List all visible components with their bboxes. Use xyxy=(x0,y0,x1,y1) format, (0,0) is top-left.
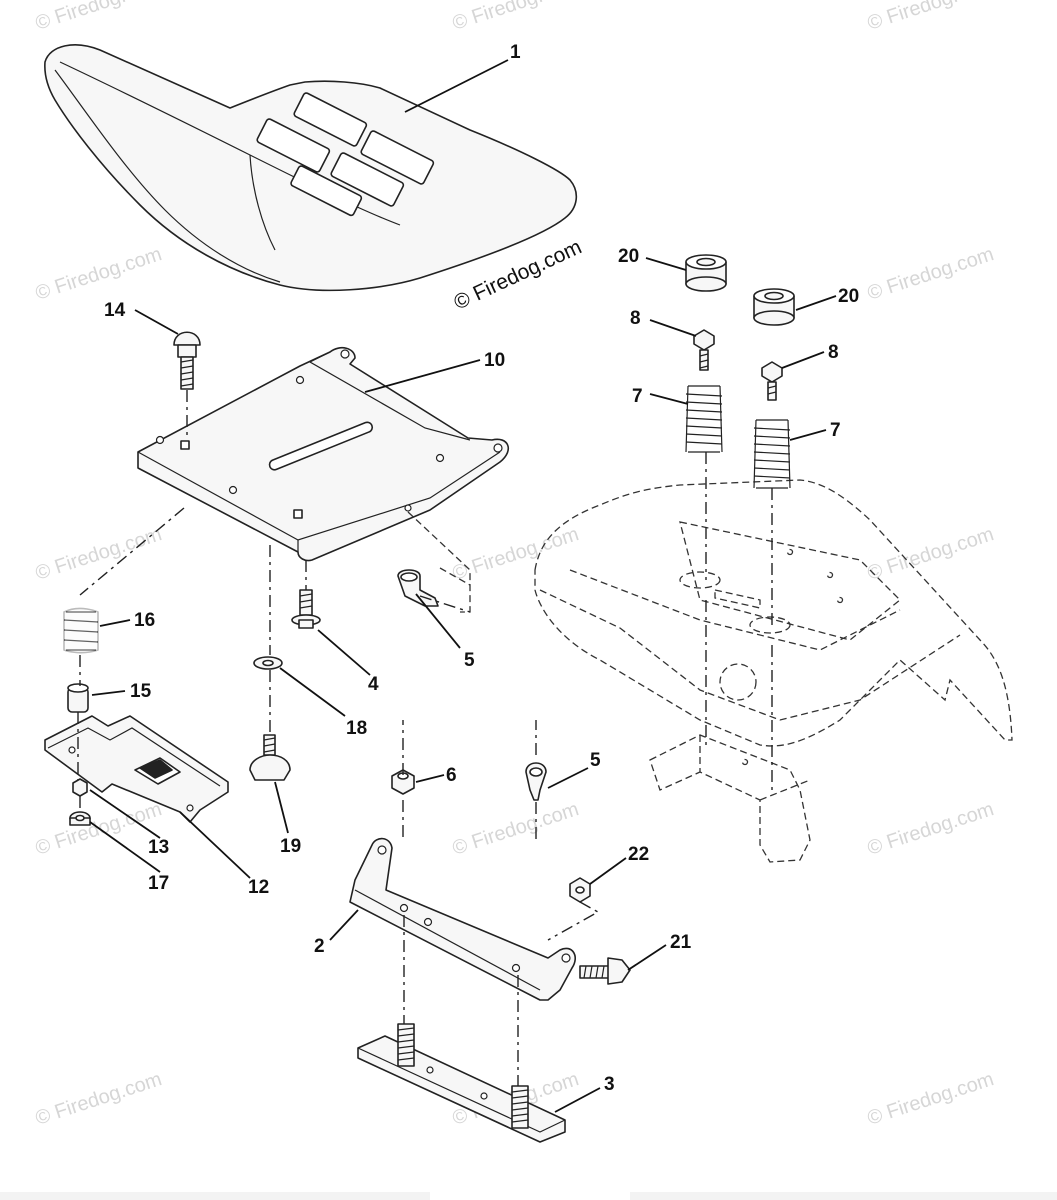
clip-part-5-lower xyxy=(525,762,547,801)
callout-3: 3 xyxy=(604,1074,615,1095)
spring-part-7-left xyxy=(685,385,723,453)
bottom-strip-right xyxy=(630,1192,1057,1200)
watermark: © Firedog.com xyxy=(865,1068,997,1130)
callout-8-right: 8 xyxy=(828,342,839,363)
bracket-part-2 xyxy=(349,837,576,1001)
hitch-ghost xyxy=(407,511,471,613)
bolt-part-8-left xyxy=(693,329,715,371)
callout-10: 10 xyxy=(484,350,505,371)
callout-5-upper: 5 xyxy=(464,650,475,671)
callout-21: 21 xyxy=(670,932,692,953)
washer-part-18 xyxy=(253,656,283,670)
callout-18: 18 xyxy=(346,718,367,739)
center-lines xyxy=(77,390,773,1086)
callout-1: 1 xyxy=(510,42,521,63)
callout-22: 22 xyxy=(628,844,649,865)
watermark: © Firedog.com xyxy=(865,0,997,35)
spacer-part-15 xyxy=(67,683,89,713)
watermark: © Firedog.com xyxy=(865,523,997,585)
clip-part-5-upper xyxy=(397,569,439,607)
callout-12: 12 xyxy=(248,877,269,898)
spring-part-7-right xyxy=(753,419,791,489)
callout-5-lower: 5 xyxy=(590,750,601,771)
nut-part-22 xyxy=(569,877,591,903)
watermark: © Firedog.com xyxy=(33,523,165,585)
callout-2: 2 xyxy=(314,936,325,957)
fender-ghost xyxy=(534,479,1013,747)
watermark: © Firedog.com xyxy=(33,0,165,35)
knob-part-19 xyxy=(249,734,291,781)
nut-part-13 xyxy=(72,778,88,797)
bolt-part-8-right xyxy=(761,361,783,401)
callout-8-left: 8 xyxy=(630,308,641,329)
callout-20-left: 20 xyxy=(618,246,639,267)
callout-7-left: 7 xyxy=(632,386,643,407)
seat-pan-part-10 xyxy=(137,346,510,562)
watermark: © Firedog.com xyxy=(450,0,582,35)
callout-4: 4 xyxy=(368,674,379,695)
callout-7-right: 7 xyxy=(830,420,841,441)
watermark: © Firedog.com xyxy=(865,798,997,860)
plate-part-3 xyxy=(357,1023,566,1143)
bushing-part-20-right xyxy=(753,288,795,326)
callout-labels: 1 10 14 16 15 4 18 19 5 13 17 12 6 5 2 2… xyxy=(104,42,859,1095)
callout-16: 16 xyxy=(134,610,155,631)
nut-part-17 xyxy=(69,811,91,826)
bolt-part-14 xyxy=(173,331,201,390)
callout-15: 15 xyxy=(130,681,152,702)
callout-19: 19 xyxy=(280,836,301,857)
leader-lines xyxy=(89,59,837,1113)
watermark: © Firedog.com xyxy=(33,243,165,305)
callout-20-right: 20 xyxy=(838,286,859,307)
support-ghost xyxy=(649,734,811,863)
watermark: © Firedog.com xyxy=(33,1068,165,1130)
callout-13: 13 xyxy=(148,837,169,858)
bushing-part-20-left xyxy=(685,254,727,292)
bracket-part-12 xyxy=(44,715,229,823)
callout-6: 6 xyxy=(446,765,457,786)
bottom-strip-left xyxy=(0,1192,430,1200)
spring-part-16 xyxy=(63,607,99,654)
seat-part-1 xyxy=(44,44,578,292)
bolt-part-21 xyxy=(579,957,631,985)
callout-14: 14 xyxy=(104,300,126,321)
bolt-part-4 xyxy=(291,589,321,629)
watermark: © Firedog.com xyxy=(865,243,997,305)
watermark: © Firedog.com xyxy=(450,798,582,860)
callout-17: 17 xyxy=(148,873,169,894)
